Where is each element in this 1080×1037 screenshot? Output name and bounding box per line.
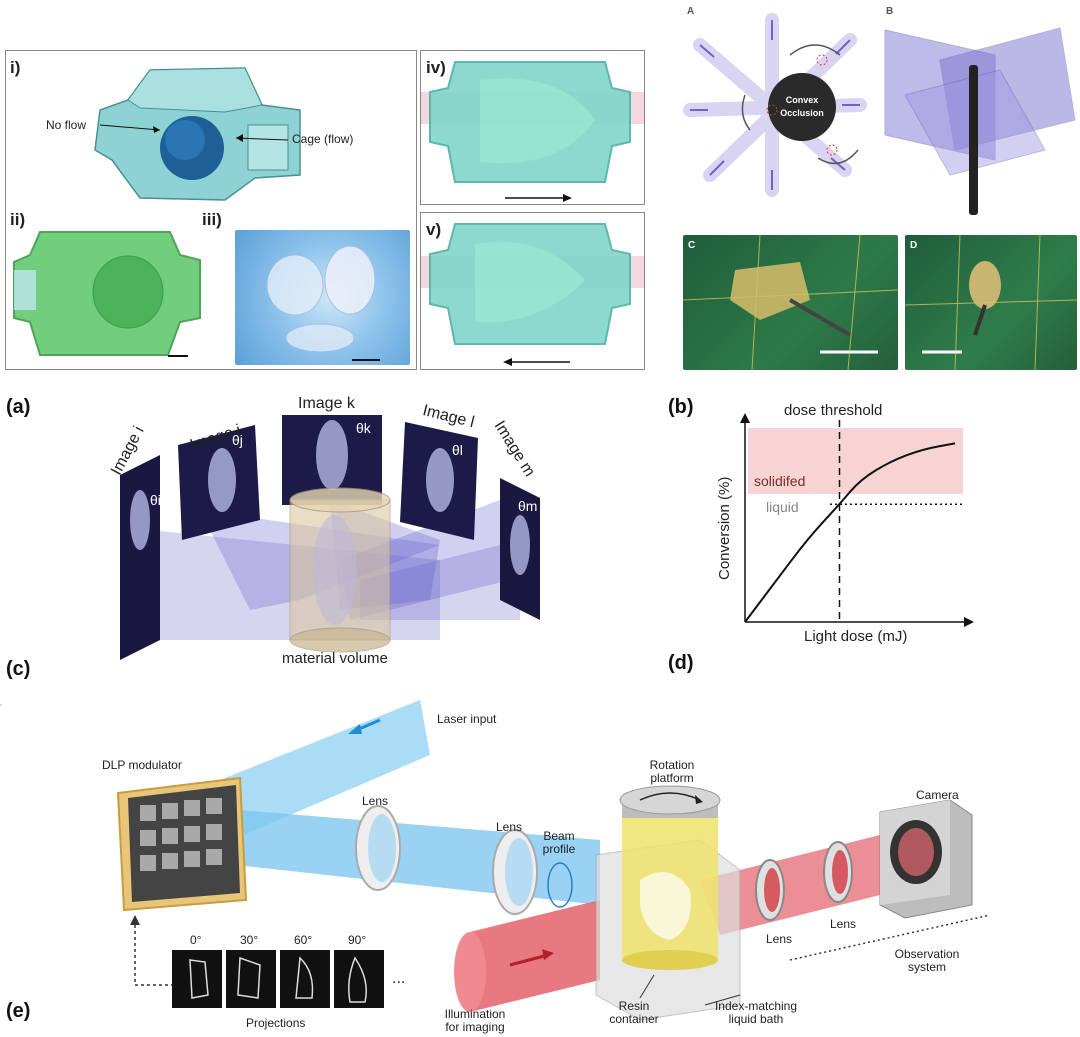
label-iii: iii) <box>202 210 222 229</box>
label-A: A <box>687 6 695 17</box>
panel-c-letter: (c) <box>6 658 31 680</box>
panel-a-letter: (a) <box>6 396 31 418</box>
projections-label: Projections <box>246 1016 306 1030</box>
rotation-platform-label: Rotation platform <box>649 758 695 785</box>
panel-d-letter: (d) <box>668 652 694 674</box>
liquid-bath-label: Index-matching liquid bath <box>714 999 798 1026</box>
label-iv: iv) <box>426 58 446 77</box>
label-i: i) <box>10 58 21 77</box>
resin-container-label: Resin container <box>609 999 659 1026</box>
theta-l: θl <box>452 442 463 458</box>
liquid-label: liquid <box>766 499 799 515</box>
label-v: v) <box>426 220 442 239</box>
x-axis-label: Light dose (mJ) <box>804 628 908 645</box>
panel-i-iii-frame <box>5 50 417 370</box>
theta-k: θk <box>356 420 371 436</box>
illumination-label: Illumination for imaging <box>444 1007 506 1034</box>
theta-j: θj <box>232 432 243 448</box>
conversion-curve <box>744 442 956 623</box>
lens-4-label: Lens <box>830 917 857 931</box>
solidified-zone <box>748 428 963 494</box>
dlp-modulator-label: DLP modulator <box>102 758 182 772</box>
label-ii: ii) <box>10 210 26 229</box>
label-C: C <box>688 240 696 251</box>
beam-profile-label: Beam profile <box>542 829 576 856</box>
projection-ellipsis: ... <box>392 970 406 987</box>
solidified-label: solidifed <box>754 473 806 489</box>
convex-occlusion-label: Convex Occlusion <box>780 95 824 118</box>
image-k-label: Image k <box>298 395 355 412</box>
lens-3-label: Lens <box>766 932 793 946</box>
projection-angle-90: 90° <box>348 933 367 947</box>
lens-1-label: Lens <box>362 794 389 808</box>
material-volume-label: material volume <box>282 650 388 667</box>
lens-2-label: Lens <box>496 820 523 834</box>
label-B: B <box>886 6 894 17</box>
panel-e-letter: (e) <box>6 1000 31 1022</box>
theta-i: θi <box>150 492 161 508</box>
projection-angle-0: 0° <box>190 933 202 947</box>
laser-input-label: Laser input <box>437 712 497 726</box>
camera-label: Camera <box>916 788 959 802</box>
projection-angle-60: 60° <box>294 933 313 947</box>
no-flow-callout: No flow <box>46 118 87 132</box>
panel-iv-frame <box>420 50 645 205</box>
theta-m: θm <box>518 498 538 514</box>
label-D: D <box>910 240 918 251</box>
projection-angle-30: 30° <box>240 933 259 947</box>
panel-b-letter: (b) <box>668 396 694 418</box>
cage-flow-callout: Cage (flow) <box>292 132 354 146</box>
dose-threshold-label: dose threshold <box>784 402 883 419</box>
panel-v-frame <box>420 212 645 370</box>
observation-system-label: Observation system <box>894 947 960 974</box>
